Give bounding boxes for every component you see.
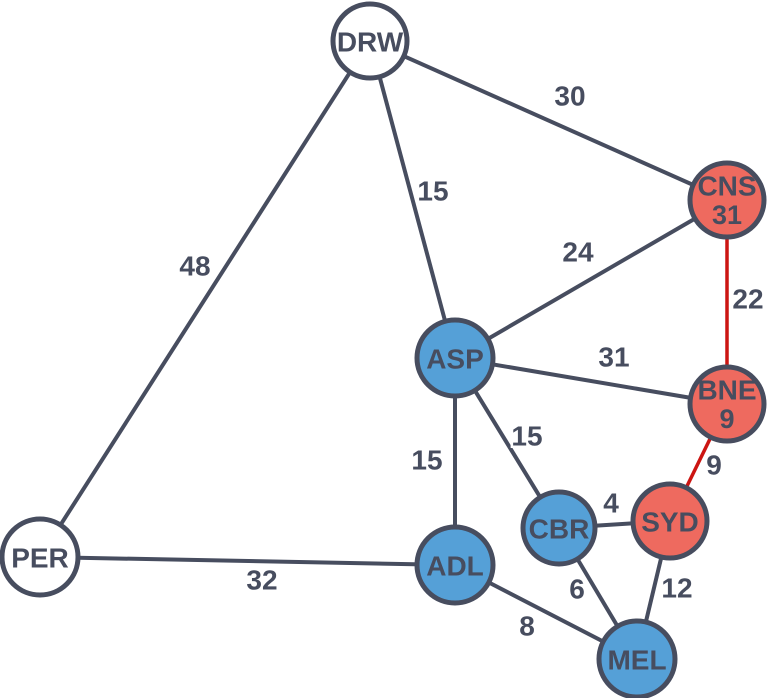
node-label-bne: BNE	[697, 375, 756, 406]
node-label-syd: SYD	[641, 507, 699, 538]
node-circle-syd	[630, 481, 710, 561]
edge-weight-cns-asp: 24	[562, 237, 594, 268]
node-asp: ASP	[414, 317, 496, 399]
edge-drw-cns	[369, 39, 728, 202]
node-label-mel: MEL	[607, 645, 666, 676]
node-distance-cns: 31	[712, 200, 742, 230]
edge-weight-drw-cns: 30	[554, 81, 585, 112]
node-label-drw: DRW	[337, 27, 404, 58]
node-cbr: CBR	[520, 489, 598, 567]
node-syd: SYD	[630, 481, 710, 561]
node-circle-mel	[596, 618, 678, 698]
node-circle-per	[0, 516, 81, 598]
edge-weight-asp-adl: 15	[411, 445, 442, 476]
node-circle-cbr	[520, 489, 598, 567]
edge-per-adl	[39, 555, 456, 567]
edge-weight-asp-cbr: 15	[511, 421, 542, 452]
edge-weight-syd-mel: 12	[661, 573, 692, 604]
edge-weight-adl-mel: 8	[519, 611, 535, 642]
edge-drw-asp	[368, 40, 457, 359]
node-label-cns: CNS	[697, 171, 756, 202]
node-circle-drw	[330, 1, 410, 81]
node-label-asp: ASP	[426, 344, 484, 375]
node-circle-adl	[414, 524, 496, 606]
node-adl: ADL	[414, 524, 496, 606]
node-per: PER	[0, 516, 81, 598]
edge-weight-drw-asp: 15	[417, 176, 448, 207]
node-distance-bne: 9	[719, 404, 734, 434]
edge-asp-bne	[454, 356, 728, 406]
node-label-per: PER	[11, 543, 69, 574]
edge-weight-cbr-syd: 4	[603, 488, 619, 519]
edge-weight-bne-syd: 9	[706, 450, 722, 481]
node-circle-cns	[687, 160, 767, 240]
edge-cns-asp	[453, 198, 729, 360]
node-label-cbr: CBR	[529, 514, 590, 545]
edge-weight-cbr-mel: 6	[569, 574, 585, 605]
edge-drw-per	[38, 39, 372, 559]
node-mel: MEL	[596, 618, 678, 698]
edge-weight-cns-bne: 22	[732, 284, 763, 315]
node-circle-bne	[687, 364, 767, 444]
node-label-adl: ADL	[426, 551, 484, 582]
edge-weight-asp-bne: 31	[598, 342, 629, 373]
node-drw: DRW	[330, 1, 410, 81]
edge-weight-per-adl: 32	[246, 565, 277, 596]
node-circle-asp	[414, 317, 496, 399]
edge-weight-drw-per: 48	[179, 251, 210, 282]
